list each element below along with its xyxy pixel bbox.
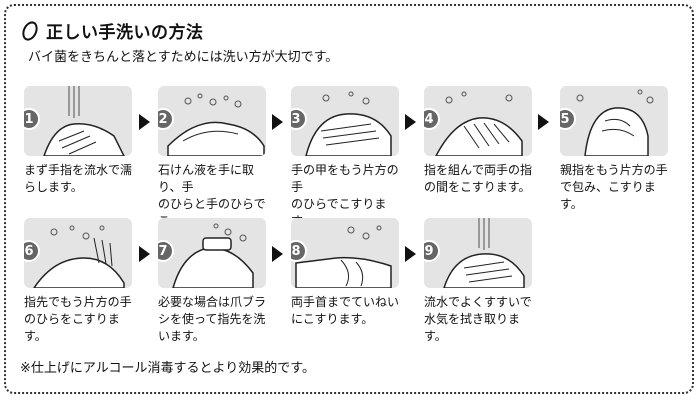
palms-rubbing-icon (167, 93, 265, 156)
page-title: 正しい手洗いの方法 (46, 23, 204, 43)
interlaced-fingers-icon (435, 91, 523, 156)
soap-icon (20, 20, 40, 42)
rinse-icon (443, 218, 525, 288)
wrists-icon (295, 225, 392, 288)
step-number: 9 (424, 240, 440, 262)
step-number: 1 (24, 108, 40, 130)
step-number: 5 (560, 108, 576, 130)
back-of-hand-icon (305, 91, 392, 156)
step-illustration: 4 (424, 86, 532, 156)
step-illustration: 2 (158, 86, 266, 156)
step-9: 9 流水でよくすすいで 水気を拭き取ります。 (424, 218, 532, 345)
hands-under-water-icon (43, 86, 125, 156)
step-illustration: 5 (560, 86, 668, 156)
step-illustration: 7 (158, 218, 266, 288)
thumb-wrap-icon (576, 89, 654, 156)
step-illustration: 8 (291, 218, 399, 288)
arrow-right-icon (272, 246, 283, 262)
step-number: 8 (291, 240, 307, 262)
step-illustration: 3 (291, 86, 399, 156)
fingertips-icon (33, 225, 125, 288)
step-8: 8 両手首までていねい にこすります。 (291, 218, 399, 328)
step-6: 6 指先でもう片方の手 のひらをこすります。 (24, 218, 132, 345)
footer-note: ※仕上げにアルコール消毒するとより効果的です。 (20, 361, 315, 376)
step-5: 5 親指をもう片方の手 で包み、こすります。 (560, 86, 668, 213)
step-caption: まず手指を流水で濡 らします。 (24, 163, 133, 194)
arrow-right-icon (538, 114, 549, 130)
step-7: 7 必要な場合は爪ブラ シを使って指先を洗 います。 (158, 218, 266, 345)
step-illustration: 6 (24, 218, 132, 288)
step-caption: 指を組んで両手の指 の間をこすります。 (424, 163, 533, 194)
arrow-right-icon (139, 246, 150, 262)
step-caption: 両手首までていねい にこすります。 (291, 295, 400, 326)
arrow-right-icon (139, 114, 150, 130)
subtitle: バイ菌をきちんと落とすためには洗い方が大切です。 (28, 50, 339, 65)
step-number: 3 (291, 108, 307, 130)
step-number: 6 (24, 240, 40, 262)
step-caption: 流水でよくすすいで 水気を拭き取ります。 (424, 295, 532, 343)
step-number: 4 (424, 108, 440, 130)
step-caption: 必要な場合は爪ブラ シを使って指先を洗 います。 (158, 295, 267, 343)
step-3: 3 手の甲をもう片方の手 のひらでこすります。 (291, 86, 399, 230)
step-illustration: 1 (24, 86, 132, 156)
step-number: 2 (158, 108, 174, 130)
arrow-right-icon (405, 246, 416, 262)
step-number: 7 (158, 240, 174, 262)
step-illustration: 9 (424, 218, 532, 288)
arrow-right-icon (272, 114, 283, 130)
nail-brush-icon (172, 223, 254, 288)
step-caption: 親指をもう片方の手 で包み、こすります。 (560, 163, 668, 211)
dotted-frame (4, 4, 694, 394)
arrow-right-icon (405, 114, 416, 130)
step-4: 4 指を組んで両手の指 の間をこすります。 (424, 86, 532, 196)
header: 正しい手洗いの方法 (20, 18, 204, 43)
step-1: 1 まず手指を流水で濡 らします。 (24, 86, 132, 196)
step-caption: 指先でもう片方の手 のひらをこすります。 (24, 295, 132, 343)
